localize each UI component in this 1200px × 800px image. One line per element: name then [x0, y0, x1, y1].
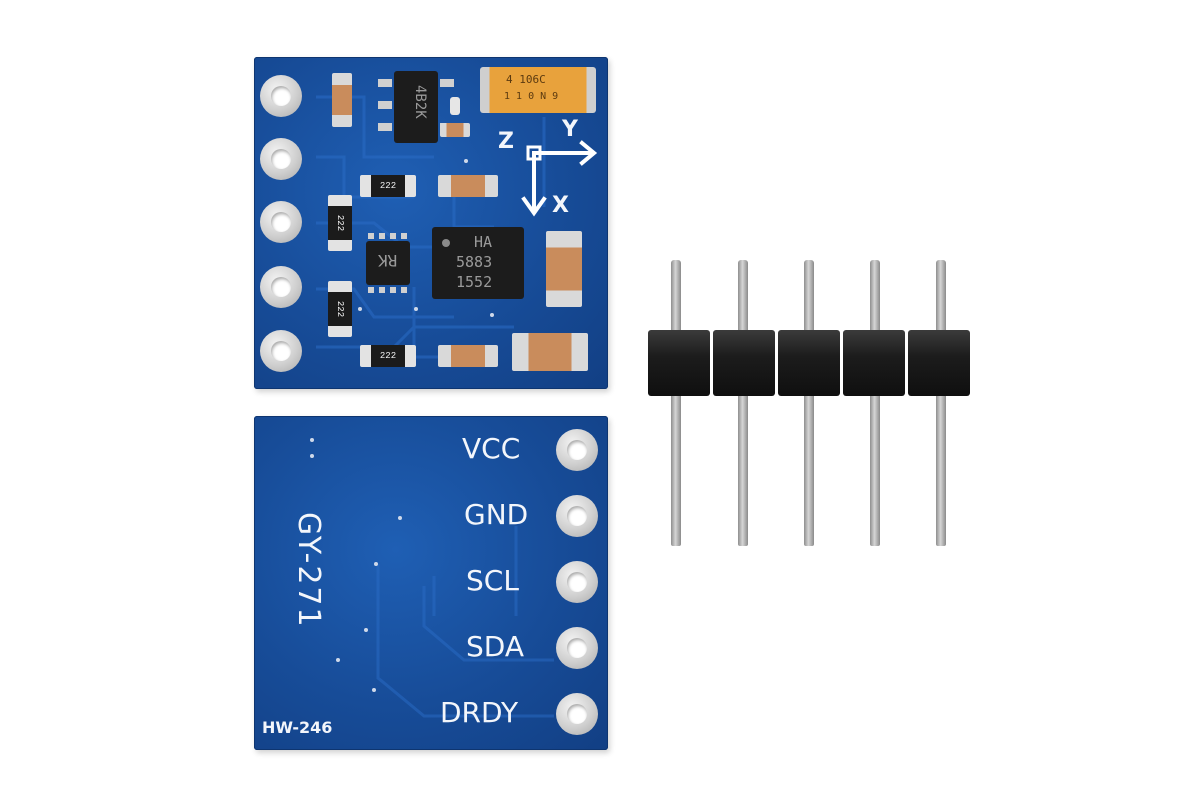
via — [490, 313, 494, 317]
pin-pad-sda — [556, 627, 598, 669]
resistor: 222 — [360, 345, 416, 367]
axis-label-x: X — [552, 193, 569, 218]
pin-pad-3 — [260, 201, 302, 243]
small-part — [450, 97, 460, 115]
pin-pad-2 — [260, 138, 302, 180]
pin-pad-drdy — [556, 693, 598, 735]
regulator-chip: 4B2K — [378, 71, 454, 143]
via — [310, 438, 314, 442]
via — [310, 454, 314, 458]
via — [414, 307, 418, 311]
header-block-1 — [648, 330, 710, 396]
resistor: 222 — [328, 281, 352, 337]
tantalum-label-2: 1 1 0 N 9 — [504, 91, 559, 102]
pcb-traces — [376, 526, 554, 718]
resistor: 222 — [328, 195, 352, 251]
chip-label-line1: HA — [474, 233, 493, 251]
pcb-bottom-side: GY-271 HW-246 VCC GND SCL SDA DRDY — [254, 416, 608, 750]
chip-label-line2: 5883 — [456, 253, 493, 271]
model-label: GY-271 — [291, 512, 326, 629]
pin-pad-gnd — [556, 495, 598, 537]
chip-label-line3: 1552 — [456, 273, 493, 291]
axis-label-y: Y — [562, 117, 578, 142]
header-block-2 — [713, 330, 775, 396]
pin-pad-vcc — [556, 429, 598, 471]
axis-label-z: Z — [498, 129, 514, 154]
header-pin-3-top — [804, 260, 814, 332]
pin-pad-1 — [260, 75, 302, 117]
small-chip: RK — [366, 241, 410, 285]
axis-indicator — [521, 140, 598, 217]
capacitor — [332, 73, 352, 127]
regulator-label: 4B2K — [412, 85, 428, 119]
small-chip-label: RK — [378, 251, 398, 270]
capacitor — [512, 333, 588, 371]
header-block-4 — [843, 330, 905, 396]
capacitor — [438, 175, 498, 197]
via — [464, 159, 468, 163]
header-pin-3-bottom — [804, 396, 814, 546]
via — [374, 562, 378, 566]
pin-label-vcc: VCC — [462, 432, 521, 465]
header-pin-2-top — [738, 260, 748, 332]
header-pin-4-bottom — [870, 396, 880, 546]
header-block-5 — [908, 330, 970, 396]
via — [398, 516, 402, 520]
tantalum-capacitor: 4 106C 1 1 0 N 9 — [480, 67, 596, 113]
pcb-top-side: 4B2K 4 106C 1 1 0 N 9 Z Y X 222 222 222 … — [254, 57, 608, 389]
header-pin-2-bottom — [738, 396, 748, 546]
header-pin-1-bottom — [671, 396, 681, 546]
pin-pad-scl — [556, 561, 598, 603]
capacitor — [438, 345, 498, 367]
pin-label-drdy: DRDY — [440, 696, 519, 729]
pin-pad-5 — [260, 330, 302, 372]
header-pin-1-top — [671, 260, 681, 332]
chip-legs — [368, 233, 408, 239]
chip-pin1-dot — [442, 239, 450, 247]
pin-label-sda: SDA — [466, 630, 524, 663]
resistor: 222 — [360, 175, 416, 197]
hmc5883-sensor-chip: HA 5883 1552 — [432, 227, 524, 299]
header-pin-5-top — [936, 260, 946, 332]
header-pin-5-bottom — [936, 396, 946, 546]
revision-label: HW-246 — [262, 718, 333, 737]
capacitor — [546, 231, 582, 307]
header-block-3 — [778, 330, 840, 396]
capacitor — [440, 123, 470, 137]
header-pin-4-top — [870, 260, 880, 332]
pin-label-gnd: GND — [464, 498, 529, 531]
via — [372, 688, 376, 692]
via — [358, 307, 362, 311]
chip-legs — [368, 287, 408, 293]
pin-label-scl: SCL — [466, 564, 519, 597]
via — [364, 628, 368, 632]
tantalum-label-1: 4 106C — [506, 73, 546, 86]
via — [336, 658, 340, 662]
pin-pad-4 — [260, 266, 302, 308]
